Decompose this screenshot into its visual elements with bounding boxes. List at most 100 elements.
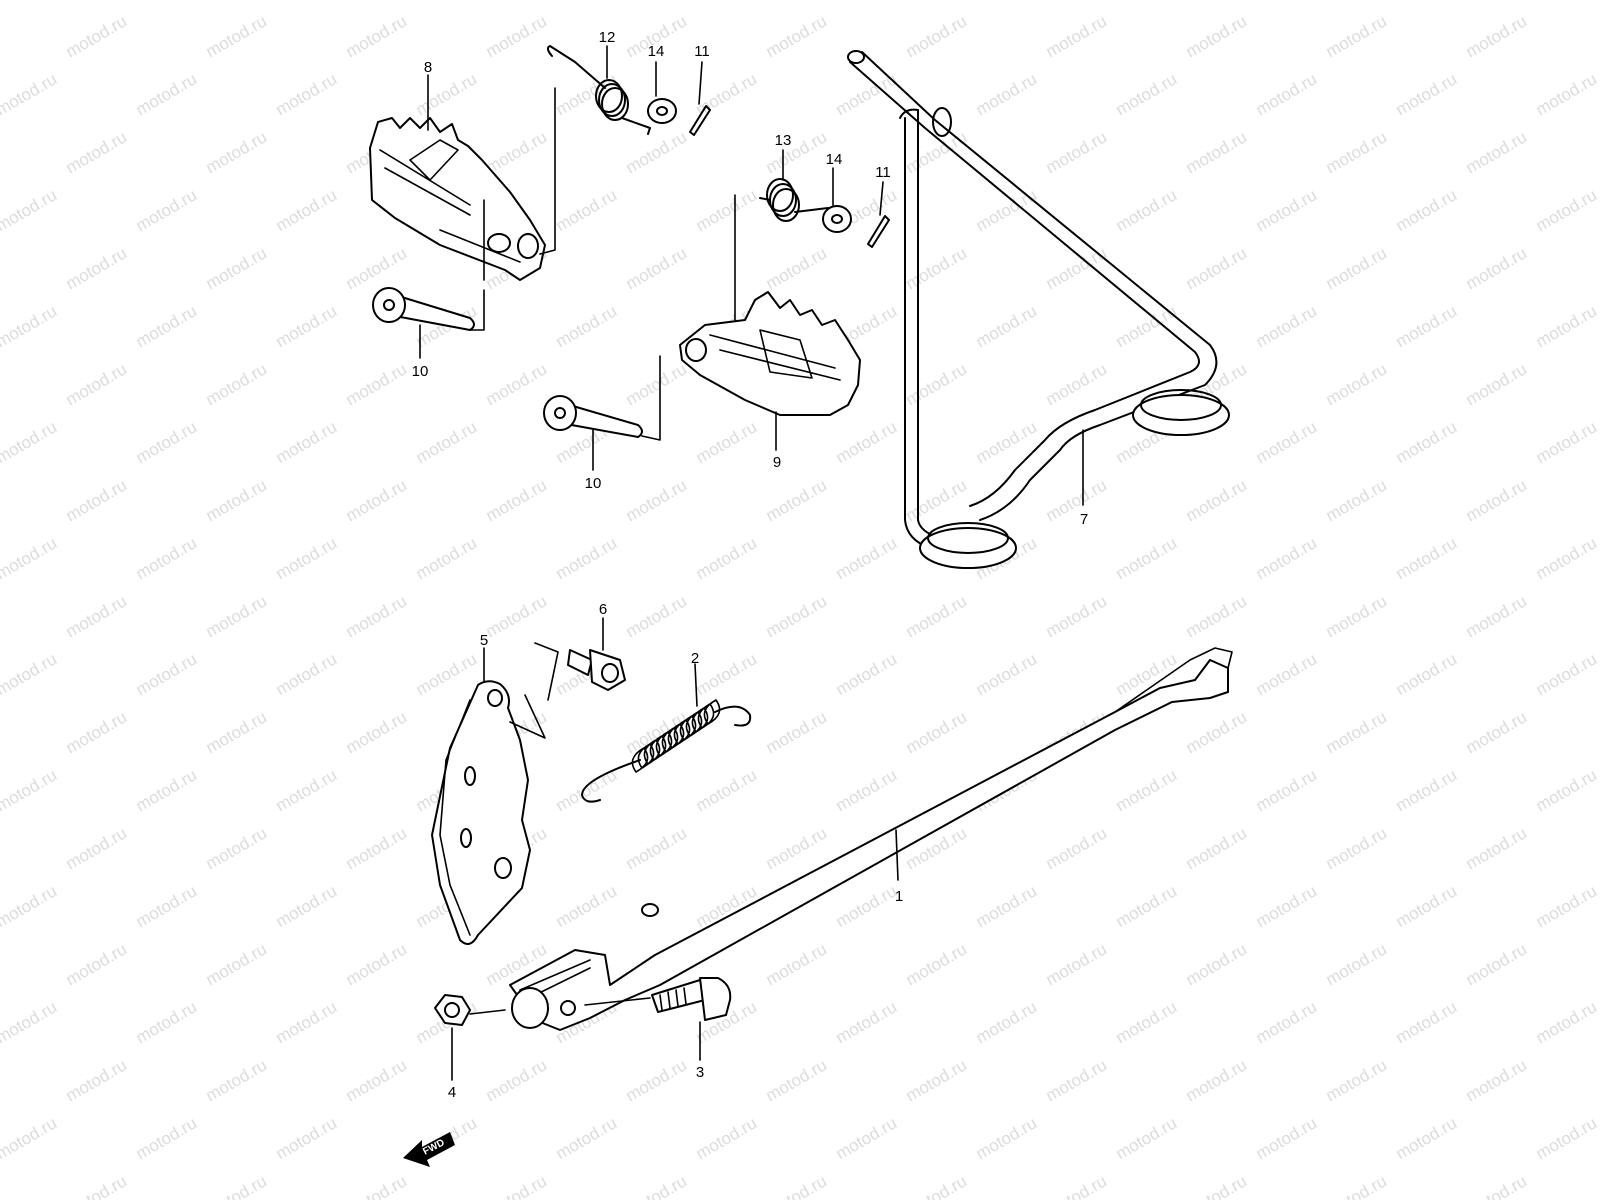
watermark-text: motod.ru (133, 69, 201, 119)
watermark-text: motod.ru (273, 1113, 341, 1163)
watermark-text: motod.ru (763, 127, 831, 177)
watermark-text: motod.ru (343, 939, 411, 989)
watermark-text: motod.ru (763, 1055, 831, 1105)
watermark-text: motod.ru (973, 69, 1041, 119)
watermark-text: motod.ru (833, 0, 901, 3)
watermark-text: motod.ru (1463, 707, 1531, 757)
cotter-pin-left (689, 105, 711, 136)
watermark-text: motod.ru (1113, 765, 1181, 815)
callout-1: 1 (895, 888, 903, 905)
watermark-text: motod.ru (273, 765, 341, 815)
washer-right (822, 205, 852, 233)
watermark-text: motod.ru (1393, 417, 1461, 467)
watermark-text: motod.ru (1253, 765, 1321, 815)
watermark-text: motod.ru (693, 765, 761, 815)
watermark-text: motod.ru (203, 591, 271, 641)
watermark-text: motod.ru (273, 533, 341, 583)
watermark-text: motod.ru (483, 359, 551, 409)
watermark-text: motod.ru (63, 591, 131, 641)
watermark-text: motod.ru (1323, 1171, 1391, 1200)
watermark-text: motod.ru (553, 533, 621, 583)
side-stand-leg (509, 647, 1233, 1031)
watermark-text: motod.ru (1183, 127, 1251, 177)
watermark-text: motod.ru (1533, 301, 1600, 351)
watermark-text: motod.ru (1533, 1113, 1600, 1163)
watermark-text: motod.ru (623, 1055, 691, 1105)
watermark-text: motod.ru (1043, 475, 1111, 525)
callout-5: 5 (480, 632, 488, 649)
watermark-text: motod.ru (133, 185, 201, 235)
watermark-text: motod.ru (273, 69, 341, 119)
watermark-text: motod.ru (1463, 823, 1531, 873)
watermark-text: motod.ru (763, 939, 831, 989)
watermark-text: motod.ru (973, 301, 1041, 351)
watermark-text: motod.ru (623, 823, 691, 873)
watermark-text: motod.ru (1043, 1171, 1111, 1200)
watermark-text: motod.ru (273, 185, 341, 235)
watermark-text: motod.ru (343, 823, 411, 873)
watermark-text: motod.ru (63, 127, 131, 177)
watermark-text: motod.ru (553, 185, 621, 235)
watermark-text: motod.ru (1323, 243, 1391, 293)
watermark-text: motod.ru (1253, 997, 1321, 1047)
watermark-text: motod.ru (973, 417, 1041, 467)
watermark-text: motod.ru (133, 997, 201, 1047)
watermark-text: motod.ru (413, 0, 481, 3)
watermark-text: motod.ru (1463, 1055, 1531, 1105)
watermark-text: motod.ru (763, 1171, 831, 1200)
watermark-text: motod.ru (0, 417, 60, 467)
watermark-text: motod.ru (133, 881, 201, 931)
watermark-text: motod.ru (203, 243, 271, 293)
watermark-text: motod.ru (1043, 823, 1111, 873)
watermark-text: motod.ru (1323, 823, 1391, 873)
callout-13: 13 (775, 132, 792, 149)
watermark-text: motod.ru (1253, 649, 1321, 699)
watermark-text: motod.ru (553, 1113, 621, 1163)
watermark-text: motod.ru (1183, 707, 1251, 757)
watermark-text: motod.ru (903, 707, 971, 757)
watermark-text: motod.ru (133, 765, 201, 815)
watermark-text: motod.ru (833, 649, 901, 699)
watermark-text: motod.ru (1183, 1055, 1251, 1105)
watermark-text: motod.ru (1253, 1113, 1321, 1163)
watermark-text: motod.ru (1183, 1171, 1251, 1200)
watermark-text: motod.ru (1253, 301, 1321, 351)
watermark-text: motod.ru (1323, 591, 1391, 641)
watermark-text: motod.ru (0, 0, 60, 3)
bolt-small (567, 649, 626, 691)
callout-10-right: 10 (585, 475, 602, 492)
watermark-text: motod.ru (0, 997, 60, 1047)
watermark-text: motod.ru (0, 881, 60, 931)
watermark-text: motod.ru (1463, 11, 1531, 61)
watermark-text: motod.ru (553, 765, 621, 815)
watermark-text: motod.ru (483, 475, 551, 525)
watermark-text: motod.ru (1393, 881, 1461, 931)
center-stand (847, 50, 1230, 569)
callout-3: 3 (696, 1064, 704, 1081)
watermark-text: motod.ru (1463, 591, 1531, 641)
watermark-text: motod.ru (1043, 243, 1111, 293)
watermark-text: motod.ru (273, 997, 341, 1047)
spring-left (546, 45, 651, 135)
watermark-text: motod.ru (63, 11, 131, 61)
watermark-text: motod.ru (343, 359, 411, 409)
watermark-text: motod.ru (0, 765, 60, 815)
watermark-text: motod.ru (203, 127, 271, 177)
watermark-text: motod.ru (903, 359, 971, 409)
watermark-text: motod.ru (973, 185, 1041, 235)
callout-6: 6 (599, 601, 607, 618)
watermark-text: motod.ru (63, 939, 131, 989)
watermark-text: motod.ru (1183, 11, 1251, 61)
watermark-text: motod.ru (1113, 997, 1181, 1047)
watermark-text: motod.ru (1393, 301, 1461, 351)
watermark-text: motod.ru (973, 1113, 1041, 1163)
watermark-text: motod.ru (833, 765, 901, 815)
watermark-text: motod.ru (973, 0, 1041, 3)
watermark-text: motod.ru (343, 1171, 411, 1200)
watermark-text: motod.ru (1043, 359, 1111, 409)
watermark-text: motod.ru (1113, 533, 1181, 583)
watermark-text: motod.ru (763, 591, 831, 641)
watermark-text: motod.ru (203, 1171, 271, 1200)
watermark-text: motod.ru (343, 591, 411, 641)
